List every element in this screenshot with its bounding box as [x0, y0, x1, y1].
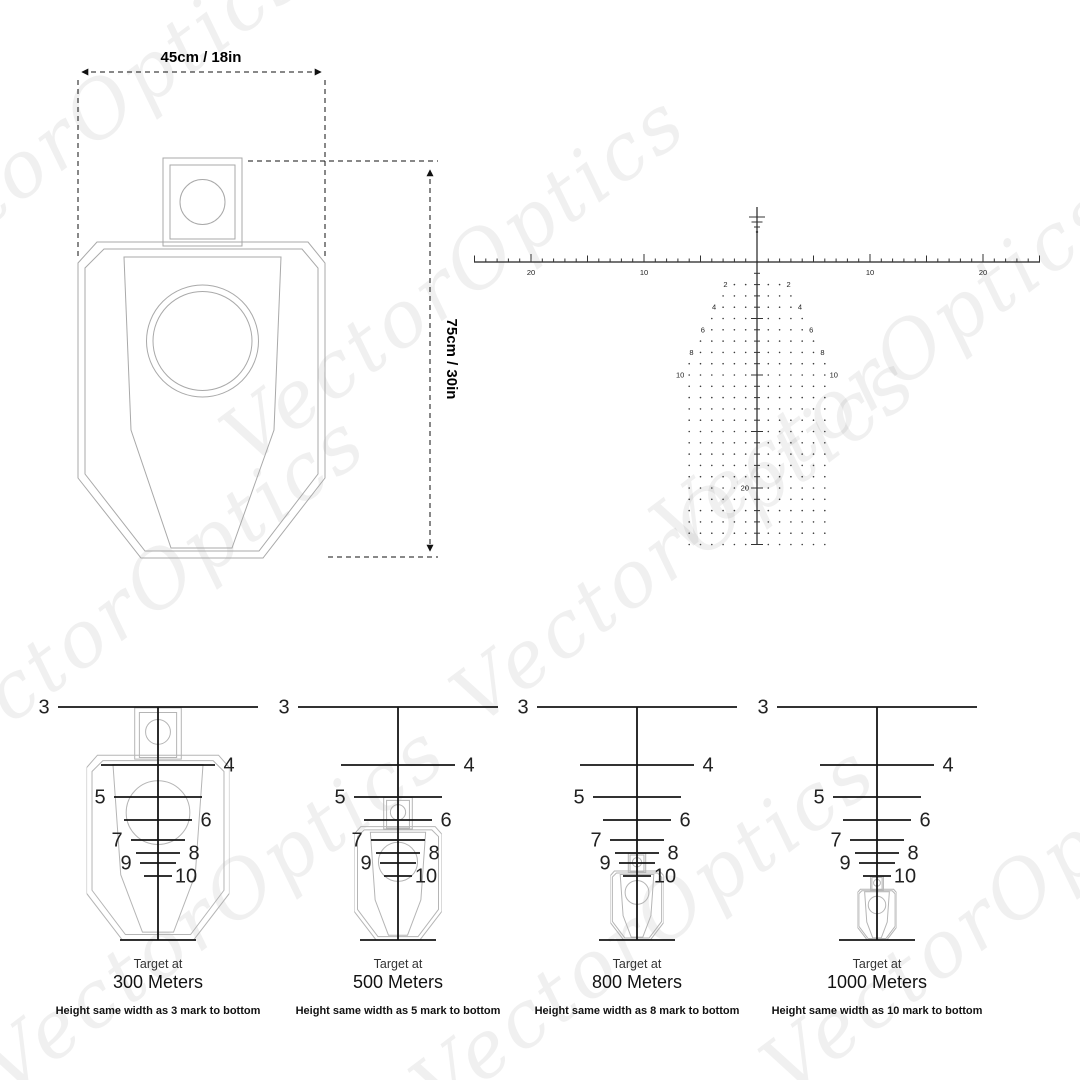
ladder-mark-label: 3 — [757, 697, 768, 719]
caption-note: Height same width as 3 mark to bottom — [56, 1005, 261, 1017]
caption-note: Height same width as 8 mark to bottom — [535, 1005, 740, 1017]
tree-label-left: 2 — [723, 280, 727, 289]
ladder-mark-label: 4 — [942, 755, 953, 777]
tree-label-left: 6 — [701, 325, 705, 334]
reticle-diagram: 2 2 4 4 6 6 8 8 10 10 20 10 10 20 20 — [474, 207, 1040, 546]
ladder-mark-label: 10 — [894, 866, 916, 888]
reticle-labels: 2 2 4 4 6 6 8 8 10 10 20 10 10 20 20 — [527, 268, 987, 493]
ladder-mark-label: 4 — [702, 755, 713, 777]
ladder-mark-label: 8 — [667, 843, 678, 865]
ladder-mark-label: 4 — [463, 755, 474, 777]
ipsc-target — [77, 157, 326, 559]
ladder-mark-label: 9 — [839, 853, 850, 875]
ladder-mark-label: 4 — [223, 755, 234, 777]
ladder-mark-label: 8 — [907, 843, 918, 865]
tree-label-right: 10 — [830, 371, 838, 380]
ladder-mark-label: 8 — [428, 843, 439, 865]
reticle-dot-tree — [688, 283, 826, 546]
h-tick-label: 10 — [640, 268, 648, 277]
drop-label: 20 — [741, 484, 749, 493]
ladder-mark-label: 6 — [679, 810, 690, 832]
h-tick-label: 20 — [527, 268, 535, 277]
ladder-mark-label: 7 — [351, 830, 362, 852]
caption-distance: 1000 Meters — [827, 972, 927, 992]
h-tick-label: 20 — [979, 268, 987, 277]
target-spec-diagram: 45cm / 18in 75cm / 30in — [77, 49, 460, 559]
ladder-mark-label: 3 — [278, 697, 289, 719]
reticle-center-mark — [749, 216, 765, 234]
tree-label-right: 8 — [820, 348, 824, 357]
caption-target-at: Target at — [374, 957, 423, 971]
tree-label-right: 6 — [809, 325, 813, 334]
ladder-mark-label: 5 — [334, 787, 345, 809]
reticle-horizontal-ticks — [474, 254, 1040, 262]
ladder-mark-label: 10 — [175, 866, 197, 888]
ladder-mark-label: 9 — [120, 853, 131, 875]
tree-label-right: 4 — [798, 303, 802, 312]
ladder-mark-label: 8 — [188, 843, 199, 865]
ladder-mark-label: 6 — [200, 810, 211, 832]
ladder-mark-label: 5 — [94, 787, 105, 809]
ladder-mark-label: 5 — [813, 787, 824, 809]
ladder-mark-label: 7 — [830, 830, 841, 852]
caption-note: Height same width as 10 mark to bottom — [772, 1005, 983, 1017]
caption-note: Height same width as 5 mark to bottom — [296, 1005, 501, 1017]
ladder-mark-label: 7 — [590, 830, 601, 852]
caption-target-at: Target at — [853, 957, 902, 971]
tree-label-left: 10 — [676, 371, 684, 380]
height-dimension-label: 75cm / 30in — [443, 319, 460, 400]
width-dimension-label: 45cm / 18in — [161, 49, 242, 66]
dimension-annotations: 45cm / 18in 75cm / 30in — [77, 49, 460, 558]
ladder-mark-label: 6 — [919, 810, 930, 832]
ladder-mark-label: 3 — [517, 697, 528, 719]
tree-label-right: 2 — [787, 280, 791, 289]
tree-label-left: 4 — [712, 303, 716, 312]
ladder-mark-label: 9 — [360, 853, 371, 875]
h-tick-label: 10 — [866, 268, 874, 277]
ladder-mark-label: 10 — [654, 866, 676, 888]
caption-distance: 800 Meters — [592, 972, 682, 992]
ladder-mark-label: 7 — [111, 830, 122, 852]
ladder-mark-label: 9 — [599, 853, 610, 875]
ladder-mark-label: 3 — [38, 697, 49, 719]
ladder-mark-label: 5 — [573, 787, 584, 809]
caption-distance: 500 Meters — [353, 972, 443, 992]
caption-target-at: Target at — [613, 957, 662, 971]
watermark-text: VectorOptics — [0, 396, 384, 803]
tree-label-left: 8 — [689, 348, 693, 357]
caption-target-at: Target at — [134, 957, 183, 971]
reticle-vertical-ticks — [751, 272, 763, 545]
caption-distance: 300 Meters — [113, 972, 203, 992]
ladder-mark-label: 10 — [415, 866, 437, 888]
watermark-text: VectorOptics — [435, 336, 934, 743]
ladder-mark-label: 6 — [440, 810, 451, 832]
